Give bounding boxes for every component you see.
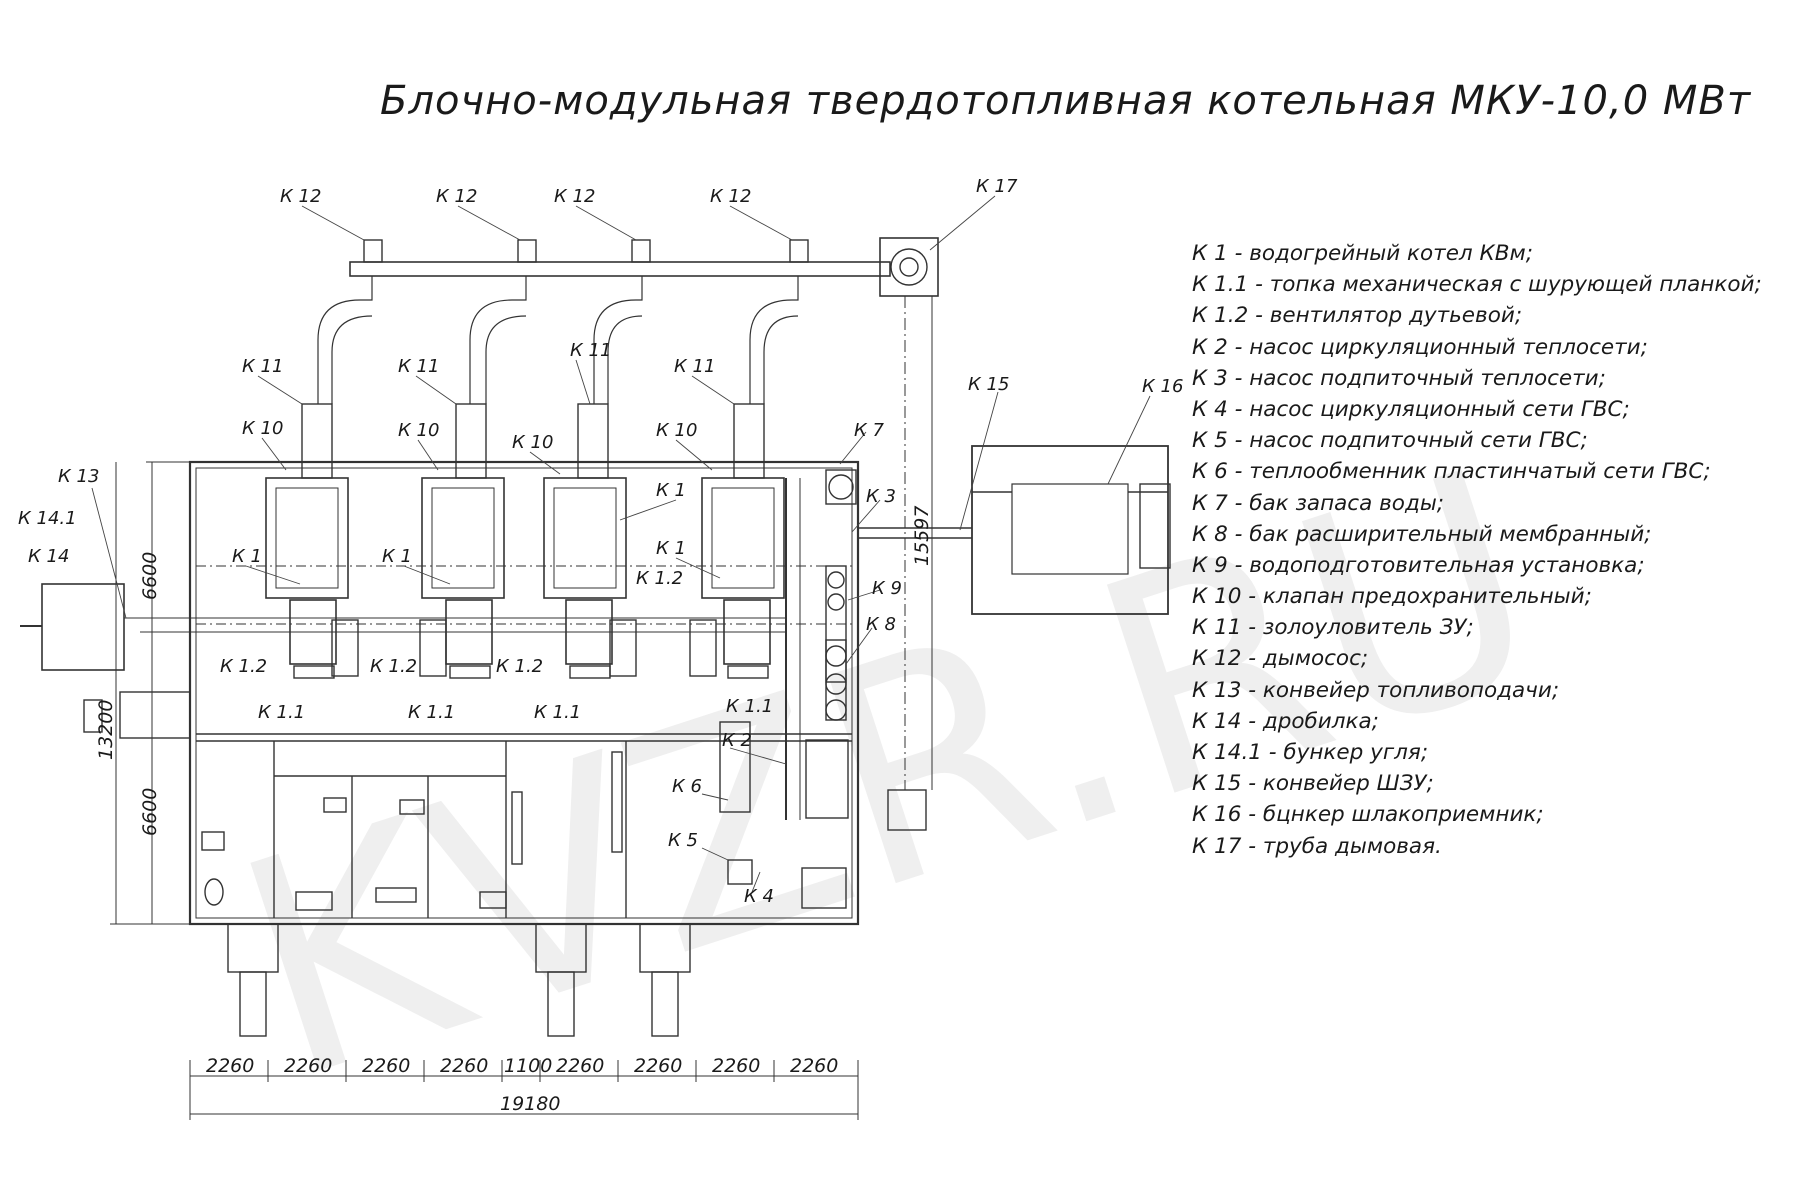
callout-k1.2-3: К 1.2 <box>496 656 543 677</box>
page-title: Блочно-модульная твердотопливная котельн… <box>380 78 1752 124</box>
legend-list: К 1 - водогрейный котел КВм; К 1.1 - топ… <box>1192 238 1792 862</box>
legend-item: К 13 - конвейер топливоподачи; <box>1192 677 1560 703</box>
dim-bay-4: 2260 <box>440 1055 488 1077</box>
legend-item: К 14 - дробилка; <box>1192 708 1379 734</box>
legend-item: К 1 - водогрейный котел КВм; <box>1192 241 1533 266</box>
legend-item: К 8 - бак расширительный мембранный; <box>1192 521 1652 547</box>
callout-k7: К 7 <box>854 420 885 441</box>
callout-k1.2-4: К 1.2 <box>636 568 683 589</box>
callout-k1.1-4: К 1.1 <box>726 696 773 717</box>
callout-k1-4: К 1 <box>656 538 686 559</box>
callout-k10-2: К 10 <box>398 420 439 441</box>
legend-item: К 11 - золоуловитель ЗУ; <box>1192 615 1474 641</box>
legend-item: К 5 - насос подпиточный сети ГВС; <box>1192 428 1588 454</box>
callout-k1-2: К 1 <box>382 546 412 567</box>
legend-item: К 1.1 - топка механическая с шурующей пл… <box>1192 272 1762 298</box>
legend-item: К 2 - насос циркуляционный теплосети; <box>1192 334 1648 360</box>
legend-item: К 10 - клапан предохранительный; <box>1192 584 1592 610</box>
dim-height-upper: 6600 <box>139 552 161 600</box>
callout-k3: К 3 <box>866 486 896 507</box>
dim-bay-2: 2260 <box>284 1055 332 1077</box>
callout-k5: К 5 <box>668 830 698 851</box>
dim-bay-5: 1100 <box>504 1055 552 1077</box>
legend-item: К 1.2 - вентилятор дутьевой; <box>1192 303 1523 329</box>
callout-k11-1: К 11 <box>242 356 283 377</box>
dim-height-total: 13200 <box>95 700 117 760</box>
dim-bay-9: 2260 <box>790 1055 838 1077</box>
callout-k17: К 17 <box>976 176 1018 197</box>
callout-k6: К 6 <box>672 776 702 797</box>
legend-item: К 7 - бак запаса воды; <box>1192 490 1445 516</box>
callout-k11-2: К 11 <box>398 356 439 377</box>
legend-item: К 6 - теплообменник пластинчатый сети ГВ… <box>1192 459 1711 485</box>
dim-height-lower: 6600 <box>139 788 161 836</box>
legend-item: К 17 - труба дымовая. <box>1192 833 1442 859</box>
dim-bay-8: 2260 <box>712 1055 760 1077</box>
callout-k15: К 15 <box>968 374 1009 395</box>
dim-bay-6: 2260 <box>556 1055 604 1077</box>
legend-item: К 15 - конвейер ШЗУ; <box>1192 771 1434 797</box>
callout-k14: К 14 <box>28 546 69 567</box>
dim-bay-7: 2260 <box>634 1055 682 1077</box>
callout-k2: К 2 <box>722 730 752 751</box>
dim-stack-height: 15597 <box>911 506 933 566</box>
callout-k9: К 9 <box>872 578 902 599</box>
callout-k1.1-3: К 1.1 <box>534 702 581 723</box>
callout-k10-1: К 10 <box>242 418 283 439</box>
legend-item: К 9 - водоподготовительная установка; <box>1192 552 1645 578</box>
callout-k1.1-1: К 1.1 <box>258 702 305 723</box>
callout-k11-4: К 11 <box>674 356 715 377</box>
callout-k1.2-1: К 1.2 <box>220 656 267 677</box>
callout-k12-4: К 12 <box>710 186 751 207</box>
callout-k1.1-2: К 1.1 <box>408 702 455 723</box>
callout-k4: К 4 <box>744 886 774 907</box>
callout-k16: К 16 <box>1142 376 1183 397</box>
legend-item: К 3 - насос подпиточный теплосети; <box>1192 365 1606 391</box>
callout-k1-3: К 1 <box>656 480 686 501</box>
callout-k14.1: К 14.1 <box>18 508 77 529</box>
callout-k12-3: К 12 <box>554 186 595 207</box>
legend-item: К 12 - дымосос; <box>1192 646 1369 672</box>
callout-k10-4: К 10 <box>656 420 697 441</box>
dim-bay-3: 2260 <box>362 1055 410 1077</box>
dim-total-width: 19180 <box>500 1093 560 1115</box>
chimney-base <box>879 237 939 297</box>
callout-k1-1: К 1 <box>232 546 262 567</box>
callout-k1.2-2: К 1.2 <box>370 656 417 677</box>
legend-item: К 14.1 - бункер угля; <box>1192 740 1429 765</box>
callout-k10-3: К 10 <box>512 432 553 453</box>
callout-k8: К 8 <box>866 614 896 635</box>
legend-item: К 16 - бцнкер шлакоприемник; <box>1192 802 1544 828</box>
slag-bunker <box>971 445 1169 615</box>
callout-k13: К 13 <box>58 466 99 487</box>
dim-bay-1: 2260 <box>206 1055 254 1077</box>
callout-k12-1: К 12 <box>280 186 321 207</box>
legend-item: К 4 - насос циркуляционный сети ГВС; <box>1192 396 1630 422</box>
callout-k11-3: К 11 <box>570 340 611 361</box>
callout-k12-2: К 12 <box>436 186 477 207</box>
